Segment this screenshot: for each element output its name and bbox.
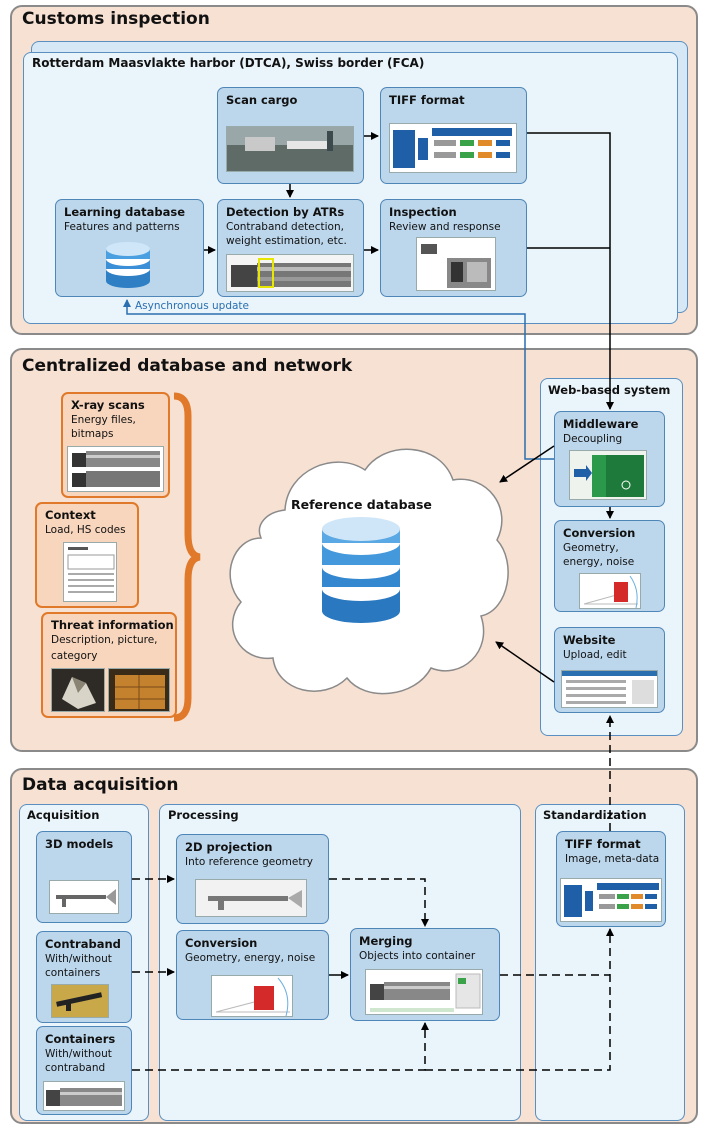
- data-acquisition-title: Data acquisition: [22, 775, 179, 795]
- inspection-box: Inspection Review and response: [380, 199, 527, 297]
- small-database-icon: [106, 242, 150, 288]
- processing-conversion-title: Conversion: [185, 936, 258, 950]
- website-screenshot-image: [561, 670, 658, 708]
- contraband-title: Contraband: [45, 937, 121, 951]
- learning-database-title: Learning database: [64, 205, 185, 219]
- learning-database-desc: Features and patterns: [64, 221, 180, 233]
- 3d-rifle-image: [49, 880, 119, 914]
- xray-scans-title: X-ray scans: [71, 398, 145, 412]
- threat-information-desc-2: category: [51, 650, 98, 662]
- xray-truck-image: [226, 254, 354, 292]
- 3d-models-box: 3D models: [36, 831, 132, 923]
- tiff-format-title: TIFF format: [389, 93, 465, 107]
- site-title: Rotterdam Maasvlakte harbor (DTCA), Swis…: [32, 56, 425, 70]
- inspection-desc: Review and response: [389, 221, 501, 233]
- xray-scan-images: [67, 446, 164, 492]
- merging-screenshot-image: [365, 969, 483, 1015]
- threat-information-desc-1: Description, picture,: [51, 634, 158, 646]
- 3d-models-title: 3D models: [45, 837, 114, 851]
- contraband-rifle-photo: [51, 984, 109, 1018]
- 2d-projection-desc: Into reference geometry: [185, 856, 313, 868]
- customs-inspection-title: Customs inspection: [22, 9, 210, 29]
- contraband-desc-2: containers: [45, 967, 101, 979]
- threat-information-title: Threat information: [51, 618, 174, 632]
- processing-conversion-box: Conversion Geometry, energy, noise: [176, 930, 329, 1020]
- std-tiff-diagram-image: [560, 878, 662, 922]
- asynchronous-update-label: Asynchronous update: [135, 300, 249, 312]
- 2d-projection-title: 2D projection: [185, 840, 273, 854]
- inspection-screen-image: [416, 237, 496, 291]
- website-desc: Upload, edit: [563, 649, 627, 661]
- tiff-diagram-image: [389, 123, 517, 173]
- website-title: Website: [563, 633, 616, 647]
- processing-conversion-image: [211, 975, 293, 1017]
- reference-database-label: Reference database: [291, 497, 432, 512]
- contraband-desc-1: With/without: [45, 953, 112, 965]
- scan-cargo-box: Scan cargo: [217, 87, 364, 184]
- 2d-projection-image: [195, 879, 307, 917]
- merging-title: Merging: [359, 934, 413, 948]
- detection-desc-1: Contraband detection,: [226, 221, 344, 233]
- containers-desc-2: contraband: [45, 1062, 106, 1074]
- xray-scans-desc-1: Energy files,: [71, 414, 136, 426]
- web-conversion-desc-2: energy, noise: [563, 556, 635, 568]
- threat-photo-2: [108, 668, 170, 712]
- centralized-title: Centralized database and network: [22, 356, 353, 376]
- threat-information-box: Threat information Description, picture,…: [41, 612, 177, 718]
- containers-box: Containers With/without contraband: [36, 1026, 132, 1115]
- processing-title: Processing: [168, 808, 239, 822]
- merging-box: Merging Objects into container: [350, 928, 500, 1021]
- std-tiff-box: TIFF format Image, meta-data: [556, 831, 666, 927]
- web-conversion-title: Conversion: [563, 526, 636, 540]
- xray-scans-box: X-ray scans Energy files, bitmaps: [61, 392, 170, 498]
- container-xray-image: [43, 1081, 125, 1111]
- contraband-box: Contraband With/without containers: [36, 931, 132, 1023]
- middleware-box: Middleware Decoupling: [554, 411, 665, 507]
- website-box: Website Upload, edit: [554, 627, 665, 713]
- middleware-diagram-image: [569, 450, 647, 500]
- containers-title: Containers: [45, 1032, 116, 1046]
- std-tiff-desc: Image, meta-data: [565, 853, 660, 865]
- standardization-title: Standardization: [543, 808, 647, 822]
- web-conversion-desc-1: Geometry,: [563, 542, 619, 554]
- tiff-format-box: TIFF format: [380, 87, 527, 184]
- processing-conversion-desc: Geometry, energy, noise: [185, 952, 316, 964]
- merging-desc: Objects into container: [359, 950, 476, 962]
- scan-cargo-title: Scan cargo: [226, 93, 298, 107]
- large-database-icon: [322, 517, 400, 623]
- acquisition-title: Acquisition: [27, 808, 100, 822]
- std-tiff-title: TIFF format: [565, 837, 641, 851]
- detection-desc-2: weight estimation, etc.: [226, 235, 347, 247]
- containers-desc-1: With/without: [45, 1048, 112, 1060]
- context-desc: Load, HS codes: [45, 524, 126, 536]
- 2d-projection-box: 2D projection Into reference geometry: [176, 834, 329, 924]
- web-conversion-box: Conversion Geometry, energy, noise: [554, 520, 665, 612]
- context-title: Context: [45, 508, 96, 522]
- middleware-desc: Decoupling: [563, 433, 623, 445]
- detection-title: Detection by ATRs: [226, 205, 345, 219]
- context-box: Context Load, HS codes: [35, 502, 139, 608]
- detection-box: Detection by ATRs Contraband detection, …: [217, 199, 364, 297]
- learning-database-box: Learning database Features and patterns: [55, 199, 204, 297]
- web-based-system-title: Web-based system: [548, 383, 671, 397]
- threat-photo-1: [51, 668, 105, 712]
- web-conversion-image: [579, 573, 641, 609]
- xray-scans-desc-2: bitmaps: [71, 428, 114, 440]
- context-document-image: [63, 542, 117, 602]
- harbor-photo: [226, 126, 354, 172]
- inspection-title: Inspection: [389, 205, 457, 219]
- middleware-title: Middleware: [563, 417, 639, 431]
- orange-brace: [173, 392, 201, 722]
